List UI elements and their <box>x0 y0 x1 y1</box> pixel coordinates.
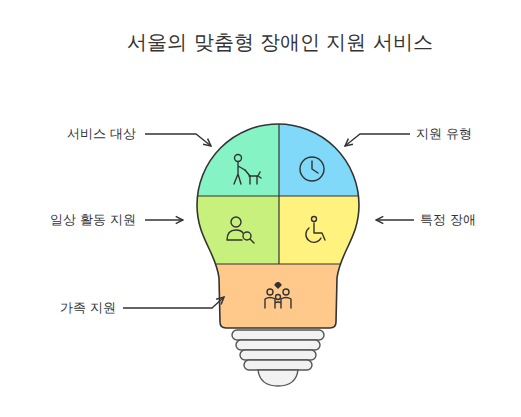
callout-label: 지원 유형 <box>416 126 472 142</box>
callout-label: 일상 활동 지원 <box>50 212 136 228</box>
callout-label: 서비스 대상 <box>67 126 136 142</box>
bulb-sections <box>190 115 369 334</box>
bulb-base <box>232 330 324 386</box>
diagram-title: 서울의 맞춤형 장애인 지원 서비스 <box>127 30 432 54</box>
callout-label: 특정 장애 <box>420 212 476 228</box>
leader-arrows <box>123 134 414 308</box>
callout-label: 가족 지원 <box>60 300 116 316</box>
icons <box>227 155 325 309</box>
bulb-outline <box>197 124 359 328</box>
